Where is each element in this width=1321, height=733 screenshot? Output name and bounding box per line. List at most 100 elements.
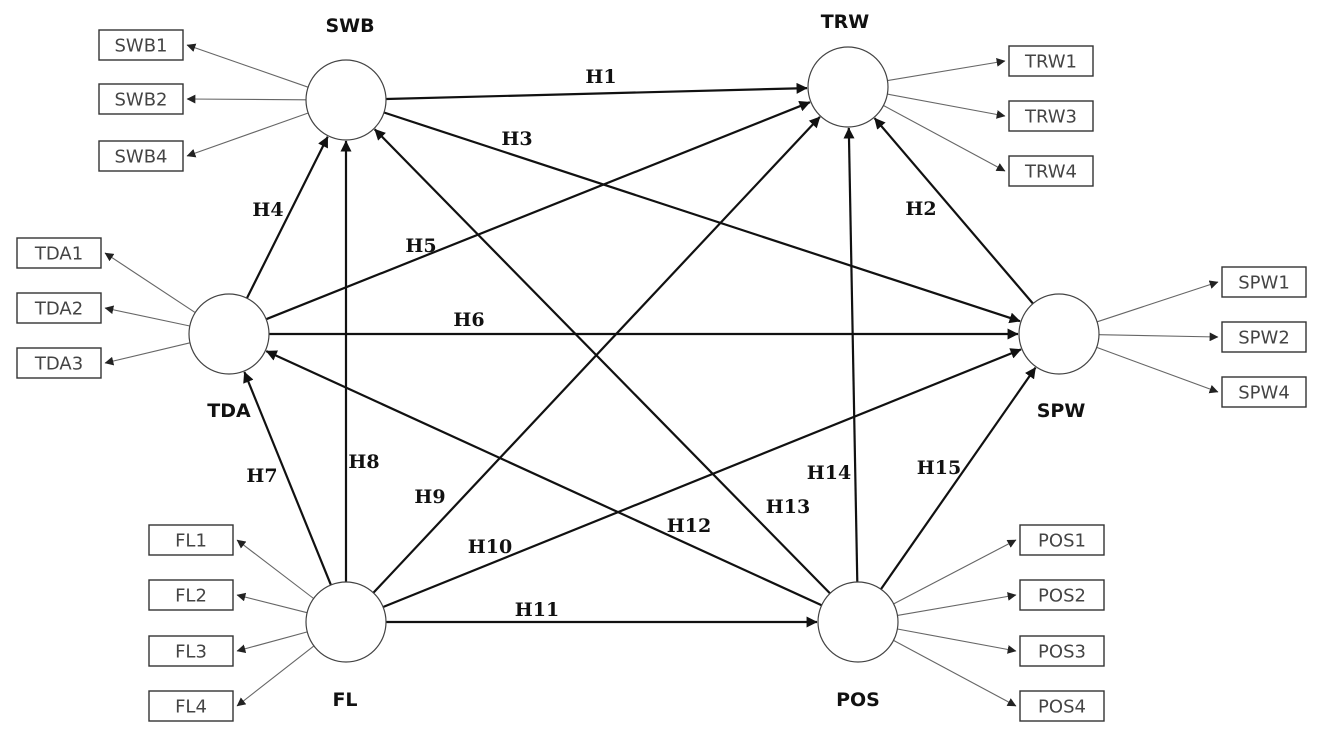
indicator-trw1-label: TRW1 [1024,52,1077,73]
indicator-trw4-label: TRW4 [1024,162,1077,183]
indicator-pos2-label: POS2 [1038,586,1086,607]
constructs: SWB TRW TDA SPW FL POS [188,11,1100,711]
construct-swb-label: SWB [325,15,374,37]
indicator-trw4-box [1008,155,1094,187]
indicator-tda3-label: TDA3 [34,354,83,375]
path-h4-label: H4 [252,199,283,221]
indicator-pos4-box [1019,690,1105,722]
construct-fl-label: FL [332,689,357,711]
construct-tda-circle [188,293,270,375]
indicator-pos1-box [1019,524,1105,556]
loading-arrow-spw1 [1096,280,1219,323]
path-h1-label: H1 [585,66,616,88]
indicator-pos3-label: POS3 [1038,642,1086,663]
path-h12-arrow [265,350,823,607]
indicator-fl3-box [148,635,234,667]
indicator-fl1-label: FL1 [175,531,207,552]
indicator-spw1-box [1221,266,1307,298]
loading-arrow-fl4 [236,645,315,707]
indicators: SWB1SWB2SWB4TRW1TRW3TRW4TDA1TDA2TDA3SPW1… [16,29,1307,722]
indicator-fl4-box [148,690,234,722]
construct-swb-circle [305,59,387,141]
path-h3-label: H3 [501,128,532,150]
loading-arrow-swb4 [186,112,309,158]
indicator-swb2-box [98,83,184,115]
loading-arrow-fl3 [236,631,308,654]
construct-spw-circle [1018,293,1100,375]
indicator-swb1-box [98,29,184,61]
path-h15-arrow [879,366,1037,590]
indicator-tda2-box [16,292,102,324]
indicator-trw3-box [1008,100,1094,132]
path-h13-label: H13 [766,496,810,518]
indicator-spw2-box [1221,321,1307,353]
indicator-fl4-label: FL4 [175,697,207,718]
path-h3-arrow [383,111,1021,324]
path-h2-label: H2 [905,198,936,220]
loading-arrow-pos4 [893,639,1017,707]
path-h11-label: H11 [515,599,559,621]
indicator-pos4-label: POS4 [1038,697,1086,718]
path-h5-label: H5 [405,235,436,257]
path-h10-arrow [382,348,1022,609]
path-h6-label: H6 [453,309,484,331]
construct-trw-label: TRW [821,11,870,33]
loading-arrow-fl1 [236,539,314,599]
loading-arrow-trw3 [887,93,1006,119]
construct-fl-circle [305,581,387,663]
loading-arrow-spw4 [1096,346,1219,394]
indicator-pos2-box [1019,579,1105,611]
loading-arrow-tda2 [104,305,190,327]
path-h4-arrow [245,136,329,299]
construct-trw-circle [807,46,889,128]
indicator-trw1-box [1008,45,1094,77]
loading-arrow-swb1 [186,43,309,88]
loading-arrow-pos1 [893,539,1017,605]
loading-arrow-tda3 [104,342,191,366]
path-h10-label: H10 [468,536,512,558]
loading-arrow-pos2 [897,592,1017,616]
indicator-tda2-label: TDA2 [34,299,83,320]
construct-pos-label: POS [836,689,880,711]
loading-arrow-trw1 [887,58,1006,82]
path-h8-label: H8 [348,451,379,473]
indicator-loadings [104,43,1219,707]
hypothesis-paths [243,82,1037,628]
path-h5-arrow [265,100,811,321]
path-h2-arrow [873,117,1034,305]
indicator-fl2-box [148,579,234,611]
indicator-tda1-label: TDA1 [34,244,83,265]
construct-spw-label: SPW [1037,400,1086,422]
path-h12-label: H12 [667,515,711,537]
path-h1-arrow [385,82,808,101]
indicator-spw4-box [1221,376,1307,408]
loading-arrow-fl2 [236,592,308,614]
loading-arrow-tda1 [104,252,196,314]
path-h7-arrow [243,371,332,586]
indicator-fl1-box [148,524,234,556]
loading-arrow-swb2 [186,94,307,104]
indicator-swb1-label: SWB1 [114,36,167,57]
path-h13-arrow [373,128,831,595]
loading-arrow-spw2 [1098,332,1219,342]
indicator-spw2-label: SPW2 [1238,328,1290,349]
path-h14-label: H14 [807,462,851,484]
construct-tda-label: TDA [207,400,251,422]
indicator-swb4-box [98,140,184,172]
indicator-fl3-label: FL3 [175,642,207,663]
path-h14-arrow [843,127,859,583]
indicator-fl2-label: FL2 [175,586,207,607]
loading-arrow-pos3 [897,628,1017,654]
path-h7-label: H7 [246,465,277,487]
indicator-trw3-label: TRW3 [1024,107,1077,128]
indicator-swb2-label: SWB2 [114,90,167,111]
indicator-swb4-label: SWB4 [114,147,167,168]
indicator-tda1-box [16,237,102,269]
construct-pos-circle [817,581,899,663]
indicator-spw4-label: SPW4 [1238,383,1290,404]
indicator-tda3-box [16,347,102,379]
path-h15-label: H15 [917,457,961,479]
indicator-pos3-box [1019,635,1105,667]
